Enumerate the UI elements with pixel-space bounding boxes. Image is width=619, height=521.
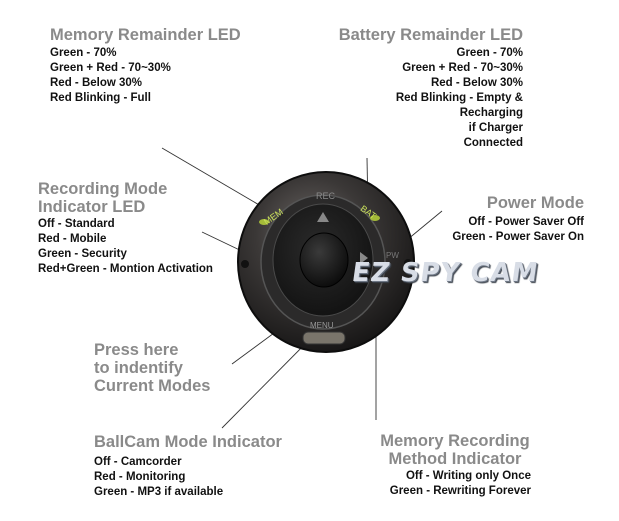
ballcam-mode-line: Red - Monitoring <box>94 471 186 483</box>
memory-led-title: Memory Remainder LED <box>50 26 241 44</box>
right-arrow-icon <box>360 252 368 264</box>
ballcam-mode-line: Green - MP3 if available <box>94 486 224 498</box>
up-arrow-icon <box>317 212 329 222</box>
recording-led-title-line2: Indicator LED <box>38 198 146 216</box>
memory-recording-line: Off - Writing only Once <box>405 470 531 482</box>
battery-led-line: if Charger <box>468 122 523 134</box>
memory-led-line: Green + Red - 70~30% <box>50 62 171 74</box>
center-button <box>299 232 349 288</box>
power-mode-title: Power Mode <box>486 194 584 212</box>
recording-led-title-line1: Recording Mode <box>38 180 168 198</box>
battery-led-lines: Green - 70% Green + Red - 70~30% Red - B… <box>396 46 523 151</box>
memory-led-line: Green - 70% <box>50 47 117 59</box>
ballcam-mode-line: Off - Camcorder <box>94 456 182 468</box>
memory-led-line: Red Blinking - Full <box>50 92 151 104</box>
memory-recording-title: Memory Recording Method Indicator <box>360 432 550 468</box>
memory-recording-title-line1: Memory Recording <box>380 432 530 450</box>
press-here-line: to indentify <box>94 359 183 377</box>
battery-led-title: Battery Remainder LED <box>338 26 523 44</box>
battery-led-line: Red Blinking - Empty & <box>395 92 523 104</box>
memory-recording-title-line2: Method Indicator <box>388 450 522 468</box>
memory-recording-line: Green - Rewriting Forever <box>389 485 531 497</box>
recording-led-line: Off - Standard <box>38 218 115 230</box>
memory-led-lines: Green - 70% Green + Red - 70~30% Red - B… <box>50 46 171 106</box>
ball-rim <box>237 171 415 353</box>
watermark-logo: EZ SPY CAM <box>349 258 541 288</box>
press-here-line: Press here <box>94 341 179 359</box>
press-here-line: Current Modes <box>94 377 211 395</box>
rec-label: REC <box>316 191 336 201</box>
recording-led-lines: Off - Standard Red - Mobile Green - Secu… <box>38 217 213 277</box>
mem-led <box>259 219 269 225</box>
power-mode-line: Off - Power Saver Off <box>468 216 584 228</box>
battery-led-line: Recharging <box>459 107 523 119</box>
power-mode-line: Green - Power Saver On <box>452 231 584 243</box>
power-mode-lines: Off - Power Saver Off Green - Power Save… <box>452 215 584 245</box>
left-screw <box>241 260 249 268</box>
battery-led-line: Green - 70% <box>456 47 523 59</box>
memory-led-line: Red - Below 30% <box>50 77 143 89</box>
ballcam-mode-lines: Off - Camcorder Red - Monitoring Green -… <box>94 455 223 500</box>
battery-led-line: Connected <box>463 137 523 149</box>
recording-led-line: Red - Mobile <box>38 233 107 245</box>
right-screw <box>404 259 412 267</box>
memory-recording-lines: Off - Writing only Once Green - Rewritin… <box>390 469 531 499</box>
bat-led <box>370 215 380 221</box>
recording-led-line: Green - Security <box>38 248 127 260</box>
bottom-clasp <box>302 331 346 345</box>
recording-led-line: Red+Green - Montion Activation <box>38 263 213 275</box>
battery-led-line: Red - Below 30% <box>430 77 523 89</box>
recording-led-title: Recording Mode Indicator LED <box>38 180 167 216</box>
press-here-text: Press here to indentify Current Modes <box>94 341 210 395</box>
battery-led-line: Green + Red - 70~30% <box>402 62 523 74</box>
menu-label: MENU <box>310 321 334 330</box>
ballcam-mode-title: BallCam Mode Indicator <box>94 433 282 451</box>
pw-label: PW <box>386 251 399 260</box>
